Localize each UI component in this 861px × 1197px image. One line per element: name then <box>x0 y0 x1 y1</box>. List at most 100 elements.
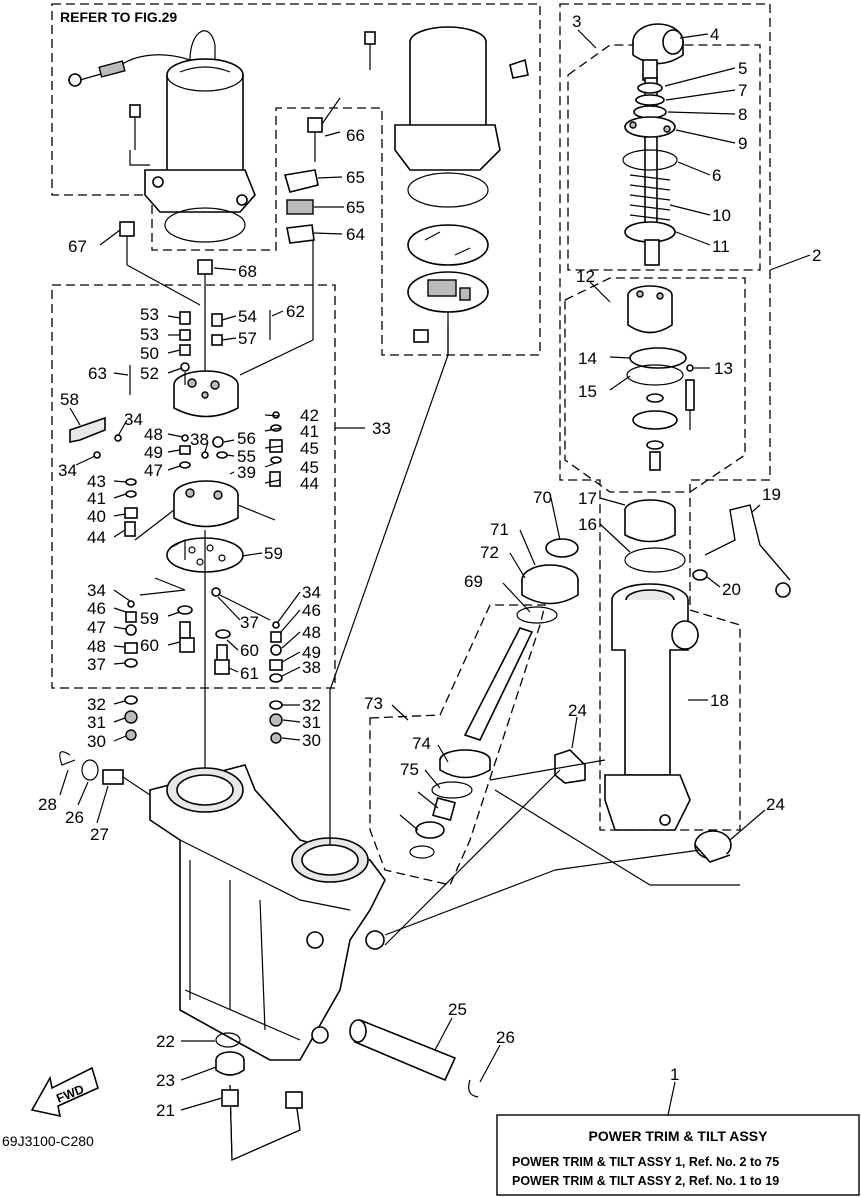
callout-45b: 48 <box>302 623 321 642</box>
callout-31b: 31 <box>302 713 321 732</box>
callout-59a: 59 <box>140 609 159 628</box>
callout-15: 15 <box>578 382 597 401</box>
callout-22: 22 <box>156 1032 175 1051</box>
group-boundaries <box>51 3 771 886</box>
callout-46a: 48 <box>87 637 106 656</box>
callout-49: 49 <box>144 443 163 462</box>
cylinder-assy-boundary <box>559 3 771 831</box>
callout-29: 28 <box>38 795 57 814</box>
callout-33: 33 <box>372 419 391 438</box>
callout-59b: 60 <box>240 641 259 660</box>
callout-12: 12 <box>576 267 595 286</box>
callout-60a: 60 <box>140 636 159 655</box>
fwd-arrow: FWD <box>30 1066 99 1118</box>
leader-lines <box>59 29 811 1116</box>
callout-44a: 46 <box>87 599 106 618</box>
callout-11: 11 <box>712 237 730 256</box>
callout-63: 65 <box>346 198 365 217</box>
callout-9: 9 <box>738 134 747 153</box>
callout-62: 64 <box>346 225 365 244</box>
callout-40a: 42 <box>300 406 319 425</box>
callout-71: 73 <box>364 694 383 713</box>
title-block-title: POWER TRIM & TILT ASSY <box>589 1128 769 1144</box>
callout-34d: 34 <box>302 583 321 602</box>
callout-16: 16 <box>578 515 597 534</box>
tilt-rod-group-boundary <box>567 44 761 271</box>
cylinder-assy <box>554 23 791 863</box>
callout-73: 75 <box>400 760 419 779</box>
callout-20: 20 <box>722 580 741 599</box>
reservoir-assy <box>364 26 529 355</box>
callout-65b: 67 <box>68 237 87 256</box>
pump-group-boundary <box>51 284 336 689</box>
callout-21: 21 <box>156 1101 175 1120</box>
callout-38: 40 <box>87 507 106 526</box>
housing-assy <box>59 751 386 1061</box>
callout-31a: 31 <box>87 713 106 732</box>
callout-13: 13 <box>714 359 733 378</box>
callout-6: 6 <box>712 166 721 185</box>
callout-36a: 37 <box>87 655 106 674</box>
callout-36b: 38 <box>302 658 321 677</box>
callout-47: 48 <box>144 425 163 444</box>
callout-27: 26 <box>65 808 84 827</box>
callout-39a: 41 <box>300 422 319 441</box>
callout-56: 57 <box>238 329 257 348</box>
callout-42: 45 <box>300 439 319 458</box>
callout-53b: 54 <box>238 307 257 326</box>
callout-41b: 44 <box>87 528 106 547</box>
callout-60b: 61 <box>240 664 259 683</box>
callout-61b: 63 <box>88 364 107 383</box>
callout-46b: 49 <box>302 643 321 662</box>
motor-group-boundary <box>51 3 541 356</box>
callout-55: 56 <box>237 429 256 448</box>
shuttle-group-boundary <box>369 604 546 886</box>
callout-41a: 44 <box>300 474 319 493</box>
callout-45a: 47 <box>87 618 106 637</box>
callout-34b: 34 <box>58 461 77 480</box>
callout-48: 47 <box>144 461 163 480</box>
callout-69: 71 <box>490 520 509 539</box>
callout-50: 50 <box>140 344 159 363</box>
callout-53a: 53 <box>140 305 159 324</box>
callout-44b: 46 <box>302 601 321 620</box>
callout-34c: 34 <box>87 581 106 600</box>
callout-37b: 39 <box>237 463 256 482</box>
callout-18: 18 <box>710 691 729 710</box>
title-block-line1: POWER TRIM & TILT ASSY 1, Ref. No. 2 to … <box>512 1155 779 1169</box>
callout-17: 17 <box>578 489 597 508</box>
callout-65a: 66 <box>346 126 365 145</box>
callout-32a: 32 <box>87 695 106 714</box>
callout-10: 10 <box>712 206 731 225</box>
drawing-code: 69J3100-C280 <box>2 1133 94 1149</box>
callout-58: 59 <box>264 544 283 563</box>
callout-26: 26 <box>496 1028 515 1047</box>
callout-39b: 41 <box>87 489 106 508</box>
callout-25: 25 <box>448 1000 467 1019</box>
callout-54: 55 <box>237 447 256 466</box>
callout-70: 72 <box>480 543 499 562</box>
callout-4: 4 <box>710 25 719 44</box>
callout-30b: 30 <box>302 731 321 750</box>
callout-61a: 62 <box>286 302 305 321</box>
shuttle-assy <box>409 538 579 859</box>
callout-51: 52 <box>140 364 159 383</box>
callout-19: 19 <box>762 485 781 504</box>
pump-assy <box>69 117 323 790</box>
callout-43: 45 <box>300 458 319 477</box>
callout-7: 7 <box>738 81 747 100</box>
title-block-line2: POWER TRIM & TILT ASSY 2, Ref. No. 1 to … <box>512 1174 779 1188</box>
callout-24b: 24 <box>766 795 785 814</box>
callout-14: 14 <box>578 349 597 368</box>
callout-37a: 38 <box>190 430 209 449</box>
callout-66: 68 <box>238 262 257 281</box>
callout-57: 58 <box>60 390 79 409</box>
callout-5: 5 <box>738 59 747 78</box>
callout-72: 74 <box>412 734 431 753</box>
callout-52: 53 <box>140 325 159 344</box>
callout-8: 8 <box>738 105 747 124</box>
title-block: POWER TRIM & TILT ASSY POWER TRIM & TILT… <box>496 1114 860 1196</box>
callout-64: 65 <box>346 168 365 187</box>
reference-note: REFER TO FIG.29 <box>60 9 177 25</box>
